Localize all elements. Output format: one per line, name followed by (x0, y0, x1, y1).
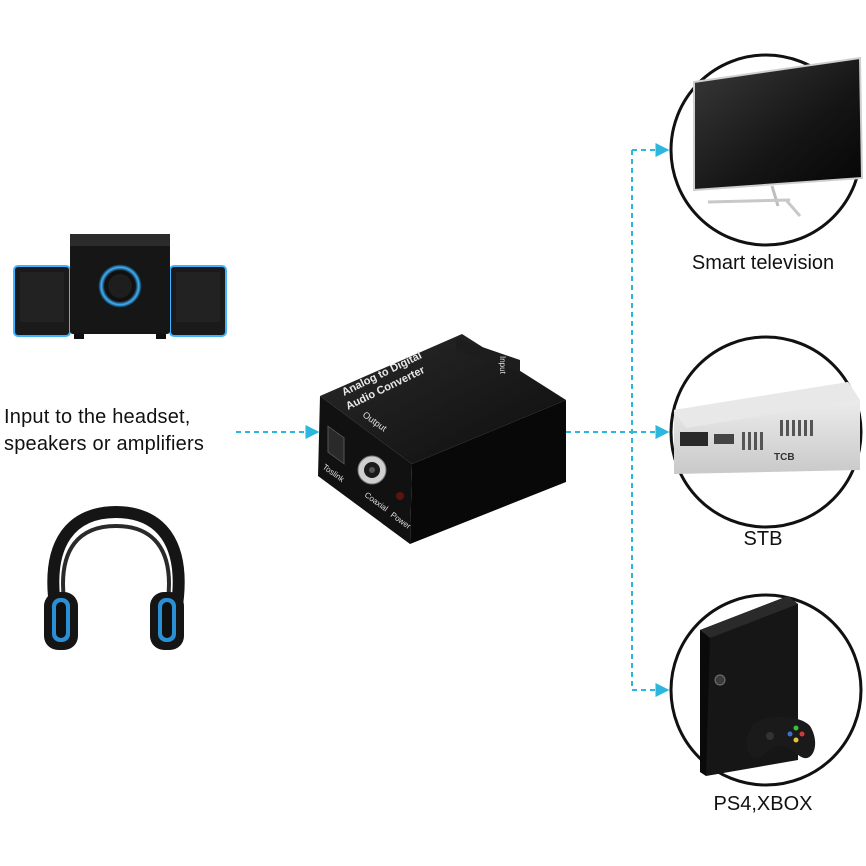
connector-lines (236, 143, 670, 697)
speaker-system-icon (13, 234, 227, 339)
power-jack (396, 492, 404, 500)
input-caption-line-2: speakers or amplifiers (4, 433, 205, 455)
converter-input-text: Input (498, 356, 507, 375)
stb-icon: TCB (669, 335, 863, 529)
source-label-stb: STB (743, 528, 783, 550)
console-icon (669, 593, 863, 787)
tv-icon (669, 53, 864, 247)
input-caption-line-1: Input to the headset, (4, 406, 191, 428)
source-label-tv: Smart television (691, 252, 835, 274)
stb-brand: TCB (774, 452, 795, 463)
headphones-icon (44, 505, 185, 650)
source-label-console: PS4,XBOX (713, 793, 813, 815)
converter-box-icon: Analog to Digital Audio Converter Output… (318, 334, 566, 544)
input-caption: Input to the headset, speakers or amplif… (4, 404, 204, 458)
toslink-port (327, 425, 345, 465)
